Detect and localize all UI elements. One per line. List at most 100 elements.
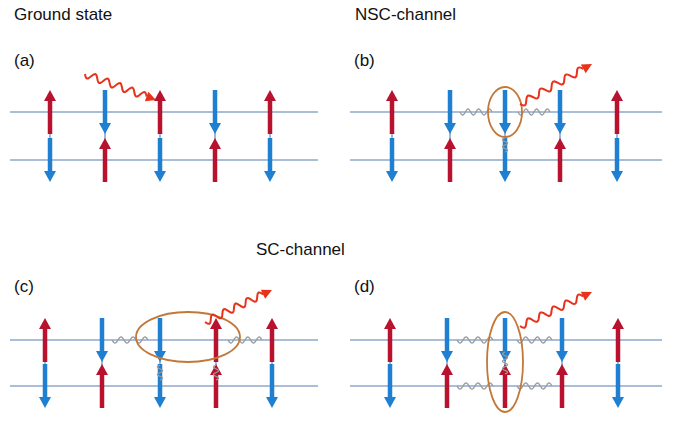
- magnon-wave: [228, 337, 262, 343]
- spin-shaft: [270, 364, 275, 397]
- panel-letter: (d): [354, 278, 375, 297]
- spin-shaft: [268, 101, 273, 134]
- spin-head: [499, 123, 511, 134]
- magnon-wave: [457, 383, 493, 389]
- spin-head: [554, 138, 566, 149]
- spin-shaft: [43, 329, 48, 362]
- spin-head: [384, 318, 396, 329]
- photon-wave: [85, 74, 147, 97]
- spin-head: [210, 318, 222, 329]
- spin-head: [209, 123, 221, 134]
- spin-head: [612, 318, 624, 329]
- spin-shaft: [48, 101, 53, 134]
- spin-shaft: [558, 149, 563, 182]
- spin-shaft: [560, 375, 565, 408]
- spin-shaft: [503, 90, 508, 123]
- spin-head: [386, 90, 398, 101]
- spin-shaft: [100, 318, 105, 351]
- spin-head: [44, 171, 56, 182]
- spin-head: [612, 397, 624, 408]
- excitation-ellipse: [488, 87, 522, 137]
- spin-head: [264, 171, 276, 182]
- spin-head: [209, 138, 221, 149]
- spin-shaft: [213, 149, 218, 182]
- spin-head: [441, 364, 453, 375]
- panel-letter: (b): [354, 52, 375, 71]
- spin-head: [386, 171, 398, 182]
- spin-shaft: [388, 364, 393, 397]
- photon-head: [261, 290, 272, 299]
- spin-shaft: [615, 138, 620, 171]
- spin-shaft: [103, 149, 108, 182]
- photon-wave: [520, 67, 583, 105]
- spin-head: [266, 318, 278, 329]
- spin-head: [556, 364, 568, 375]
- spin-shaft: [616, 364, 621, 397]
- photon-wave: [520, 295, 583, 328]
- rung-wave: [158, 365, 163, 380]
- panel-title: SC-channel: [256, 241, 345, 260]
- spin-head: [611, 90, 623, 101]
- spin-shaft: [48, 138, 53, 171]
- spin-shaft: [503, 375, 508, 408]
- spin-head: [444, 138, 456, 149]
- spin-shaft: [268, 138, 273, 171]
- spin-head: [264, 90, 276, 101]
- spin-shaft: [270, 329, 275, 362]
- spin-shaft: [503, 138, 508, 171]
- spin-head: [96, 351, 108, 362]
- spin-shaft: [158, 318, 163, 351]
- spin-shaft: [448, 90, 453, 123]
- spin-head: [96, 364, 108, 375]
- excitation-ellipse: [487, 312, 523, 412]
- panel-title: NSC-channel: [355, 6, 456, 25]
- photon-head: [581, 292, 592, 301]
- panel-letter: (a): [14, 52, 35, 71]
- spin-head: [44, 90, 56, 101]
- spin-head: [499, 171, 511, 182]
- spin-shaft: [100, 375, 105, 408]
- spin-head: [384, 397, 396, 408]
- spin-shaft: [158, 364, 163, 397]
- panel-letter: (c): [14, 278, 34, 297]
- photon-head: [581, 64, 592, 73]
- spin-shaft: [560, 318, 565, 351]
- magnon-wave: [112, 337, 148, 343]
- spin-shaft: [43, 364, 48, 397]
- spin-head: [39, 397, 51, 408]
- spin-head: [554, 123, 566, 134]
- spin-head: [99, 138, 111, 149]
- spin-shaft: [616, 329, 621, 362]
- magnon-wave: [517, 383, 552, 389]
- spin-head: [154, 90, 166, 101]
- spin-shaft: [503, 318, 508, 351]
- spin-head: [154, 397, 166, 408]
- spin-shaft: [445, 375, 450, 408]
- spin-shaft: [448, 149, 453, 182]
- spin-head: [154, 171, 166, 182]
- spin-shaft: [388, 329, 393, 362]
- spin-shaft: [158, 138, 163, 171]
- spin-head: [266, 397, 278, 408]
- spin-shaft: [390, 138, 395, 171]
- spin-head: [39, 318, 51, 329]
- spin-shaft: [103, 90, 108, 123]
- spin-head: [556, 351, 568, 362]
- spin-shaft: [558, 90, 563, 123]
- spin-head: [611, 171, 623, 182]
- spin-shaft: [213, 90, 218, 123]
- spin-head: [444, 123, 456, 134]
- spin-head: [99, 123, 111, 134]
- panel-title: Ground state: [14, 6, 112, 25]
- spin-shaft: [615, 101, 620, 134]
- rung-wave: [503, 352, 508, 374]
- rung-wave: [503, 138, 508, 152]
- spin-shaft: [158, 101, 163, 134]
- spin-shaft: [445, 318, 450, 351]
- spin-head: [441, 351, 453, 362]
- excitation-ellipse: [136, 312, 240, 362]
- spin-shaft: [390, 101, 395, 134]
- photon-wave: [205, 293, 263, 324]
